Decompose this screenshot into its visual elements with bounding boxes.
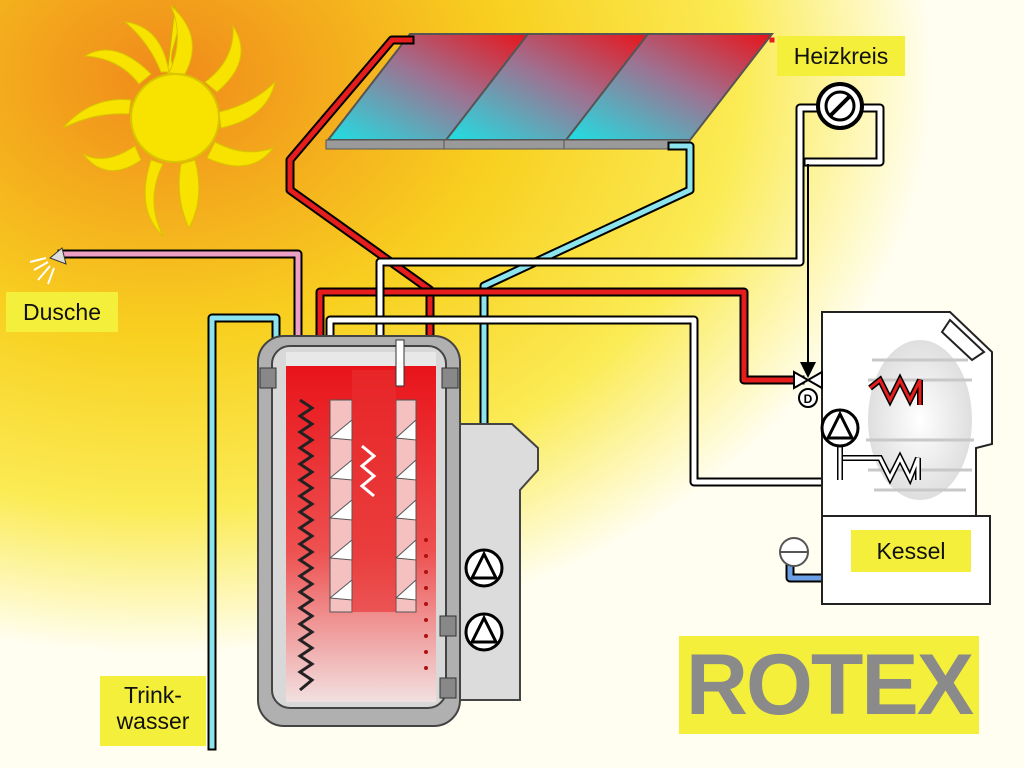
- valve-marker-label: D: [804, 392, 813, 406]
- solar-collector-array: [325, 33, 775, 150]
- label-trinkwasser: Trink- wasser: [100, 676, 206, 746]
- sun-icon: [62, 4, 276, 237]
- label-heizkreis: Heizkreis: [777, 36, 905, 76]
- logo-text: ROTEX: [685, 637, 974, 733]
- thermostat-icon: [816, 82, 864, 130]
- pump-icon: [464, 548, 504, 588]
- label-kessel: Kessel: [851, 530, 971, 572]
- storage-tank: [257, 335, 539, 727]
- shower-head-icon: [29, 247, 67, 285]
- pressure-gauge-icon: [779, 537, 809, 567]
- pump-icon: [820, 408, 860, 448]
- rotex-logo: ROTEX: [679, 636, 979, 734]
- valve-icon: D: [793, 164, 823, 408]
- boiler-kessel: [821, 311, 993, 605]
- label-dusche: Dusche: [6, 292, 118, 332]
- pump-icon: [464, 612, 504, 652]
- solar-collector-3: [563, 33, 775, 150]
